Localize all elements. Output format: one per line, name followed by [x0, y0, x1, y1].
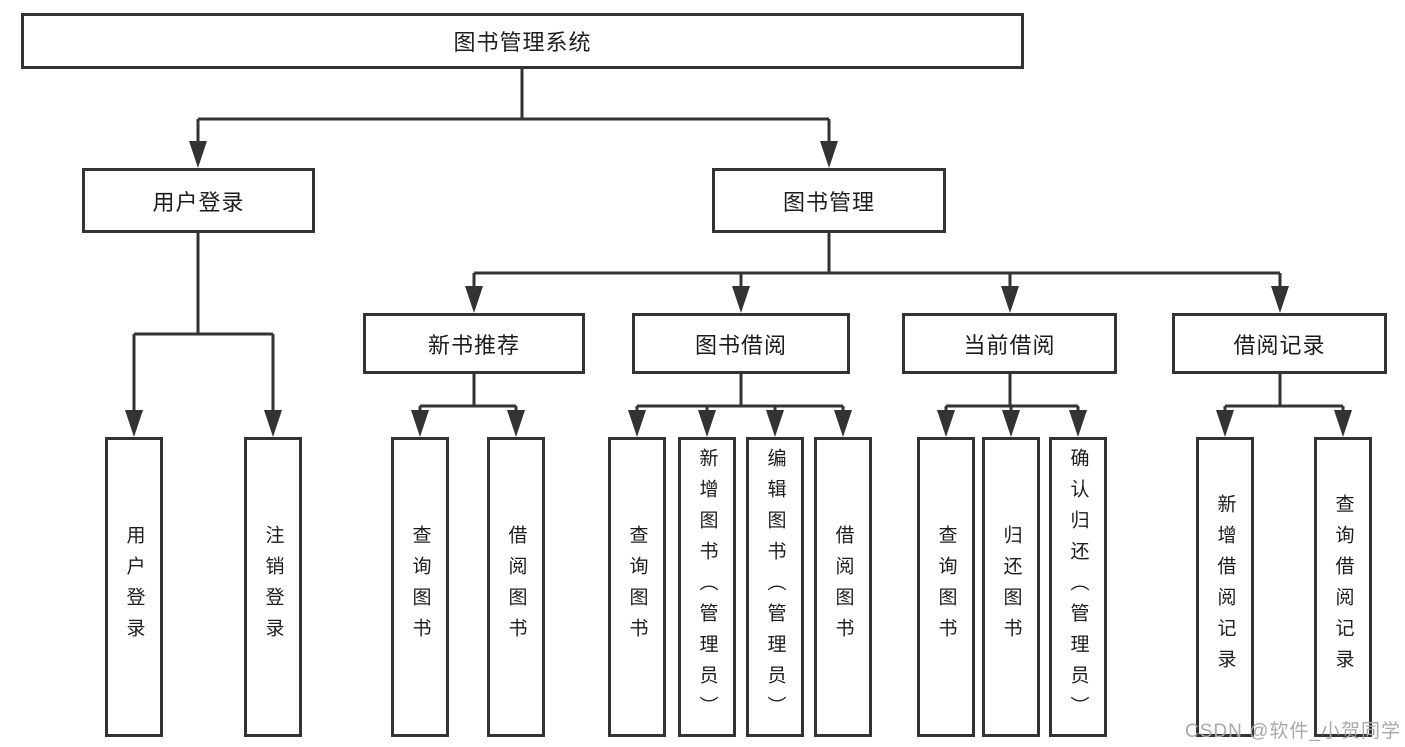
node-root-label: 图书管理系统 — [453, 30, 592, 55]
node-current-borrow: 当前借阅 — [902, 313, 1117, 374]
node-book-borrow: 图书借阅 — [632, 313, 850, 374]
leaf-query-books-2: 查询图书 — [608, 437, 666, 737]
connector-new-book-to-leaves — [411, 374, 525, 437]
arrow-down-icon — [125, 410, 143, 437]
arrow-down-icon — [698, 410, 716, 437]
arrow-down-icon — [1069, 410, 1087, 437]
leaf-logout: 注销登录 — [244, 437, 302, 737]
leaf-add-borrow-record: 新增借阅记录 — [1196, 437, 1254, 737]
connector-borrow-records-to-leaves — [1216, 374, 1352, 437]
arrow-down-icon — [411, 410, 429, 437]
leaf-query-books-3-label: 查询图书 — [935, 525, 957, 649]
leaf-query-books-2-label: 查询图书 — [626, 525, 648, 649]
leaf-add-borrow-record-label: 新增借阅记录 — [1214, 494, 1236, 680]
connector-root-to-level2 — [189, 69, 838, 168]
arrow-down-icon — [766, 410, 784, 437]
connector-user-login-to-leaves — [125, 233, 282, 437]
node-current-borrow-label: 当前借阅 — [963, 332, 1056, 358]
connector-book-mgmt-to-level3 — [465, 233, 1289, 313]
arrow-down-icon — [1216, 410, 1234, 437]
leaf-edit-books-admin: 编辑图书（管理员） — [746, 437, 804, 737]
arrow-down-icon — [465, 286, 483, 313]
arrow-down-icon — [820, 141, 838, 168]
node-borrow-records-label: 借阅记录 — [1233, 332, 1326, 358]
arrow-down-icon — [189, 141, 207, 168]
node-book-management-label: 图书管理 — [782, 189, 875, 215]
node-book-management: 图书管理 — [712, 168, 946, 233]
leaf-add-books-admin: 新增图书（管理员） — [678, 437, 736, 737]
leaf-query-books-3: 查询图书 — [917, 437, 975, 737]
leaf-user-login: 用户登录 — [105, 437, 163, 737]
arrow-down-icon — [264, 410, 282, 437]
connector-current-borrow-to-leaves — [937, 374, 1087, 437]
leaf-query-borrow-record-label: 查询借阅记录 — [1332, 494, 1354, 680]
leaf-edit-books-admin-label: 编辑图书（管理员） — [764, 447, 786, 727]
node-root: 图书管理系统 — [21, 13, 1024, 69]
arrow-down-icon — [628, 410, 646, 437]
watermark: CSDN @软件_小贺同学 — [1185, 721, 1401, 742]
leaf-confirm-return-admin: 确认归还（管理员） — [1049, 437, 1107, 737]
leaf-borrow-books-2-label: 借阅图书 — [832, 525, 854, 649]
arrow-down-icon — [1001, 286, 1019, 313]
leaf-query-books-1-label: 查询图书 — [409, 525, 431, 649]
node-new-book-recommend-label: 新书推荐 — [427, 332, 520, 358]
node-borrow-records: 借阅记录 — [1172, 313, 1387, 374]
connector-book-borrow-to-leaves — [628, 374, 852, 437]
leaf-return-books-label: 归还图书 — [1000, 525, 1022, 649]
arrow-down-icon — [732, 286, 750, 313]
leaf-query-borrow-record: 查询借阅记录 — [1314, 437, 1372, 737]
arrow-down-icon — [834, 410, 852, 437]
arrow-down-icon — [1334, 410, 1352, 437]
leaf-borrow-books-1: 借阅图书 — [487, 437, 545, 737]
node-new-book-recommend: 新书推荐 — [363, 313, 585, 374]
leaf-borrow-books-1-label: 借阅图书 — [505, 525, 527, 649]
leaf-return-books: 归还图书 — [982, 437, 1040, 737]
node-user-login-label: 用户登录 — [152, 189, 245, 215]
leaf-confirm-return-admin-label: 确认归还（管理员） — [1067, 447, 1089, 727]
node-user-login: 用户登录 — [82, 168, 315, 233]
leaf-borrow-books-2: 借阅图书 — [814, 437, 872, 737]
node-book-borrow-label: 图书借阅 — [694, 332, 787, 358]
arrow-down-icon — [507, 410, 525, 437]
arrow-down-icon — [1002, 410, 1020, 437]
arrow-down-icon — [1271, 286, 1289, 313]
arrow-down-icon — [937, 410, 955, 437]
leaf-logout-label: 注销登录 — [262, 525, 284, 649]
leaf-query-books-1: 查询图书 — [391, 437, 449, 737]
leaf-add-books-admin-label: 新增图书（管理员） — [696, 447, 718, 727]
leaf-user-login-label: 用户登录 — [123, 525, 145, 649]
